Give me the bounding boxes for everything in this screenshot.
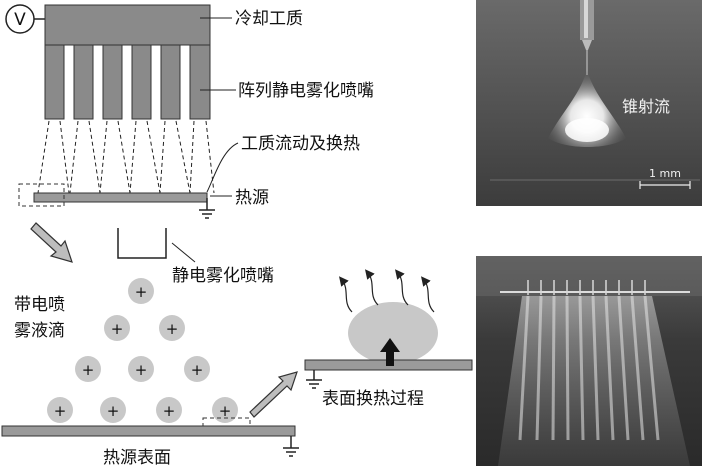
droplet: +: [104, 315, 130, 341]
heat-flux-arrow-icon: [380, 338, 400, 366]
single-nozzle-icon: [117, 228, 167, 259]
droplet: +: [128, 278, 154, 304]
spray-streaks: [518, 295, 660, 441]
charged-droplets-label-line2: 雾液滴: [14, 321, 65, 341]
surface-process-group: 表面换热过程: [304, 269, 473, 409]
droplet: +: [159, 315, 185, 341]
nozzle: [44, 44, 65, 120]
svg-text:+: +: [163, 402, 176, 420]
droplet: +: [128, 356, 154, 382]
nozzle-array-label: 阵列静电雾化喷嘴: [238, 81, 374, 101]
charged-droplets-label-line1: 带电喷: [14, 295, 65, 315]
array-spray-photo: [476, 256, 702, 466]
droplet: +: [212, 397, 238, 423]
spray-cones: [37, 120, 215, 194]
nozzle: [102, 44, 123, 120]
vapor-arrows: [339, 269, 435, 313]
droplet: +: [47, 397, 73, 423]
svg-text:+: +: [219, 402, 232, 420]
flow-leader: [206, 142, 239, 193]
coolant-label: 冷却工质: [235, 9, 303, 29]
single-nozzle-leader: [171, 242, 196, 263]
flow-heat-exchange-label: 工质流动及换热: [241, 134, 360, 154]
droplet-on-surface: [348, 302, 438, 364]
nozzle: [189, 44, 211, 120]
svg-text:+: +: [166, 320, 179, 338]
heat-source-label: 热源: [235, 188, 269, 208]
nozzle: [131, 44, 152, 120]
heat-source-surface-label: 热源表面: [103, 448, 171, 468]
svg-text:+: +: [135, 283, 148, 301]
heat-source-plate: [33, 192, 208, 203]
droplet: +: [156, 397, 182, 423]
zoom-box: [18, 183, 65, 207]
nozzle: [73, 44, 94, 120]
ground-icon: [306, 370, 322, 389]
svg-text:+: +: [107, 402, 120, 420]
droplet: +: [75, 356, 101, 382]
svg-text:+: +: [191, 361, 204, 379]
svg-text:+: +: [82, 361, 95, 379]
charged-droplets: + + + + + + + + + +: [47, 278, 238, 423]
cone-jet-photo: 锥射流 1 mm: [476, 0, 702, 206]
surface-zoom-arrow: [249, 371, 298, 418]
heat-source-surface-plate: [1, 425, 296, 437]
single-nozzle-group: 静电雾化喷嘴 带电喷 雾液滴 + + + + + + + + + + 热源表面: [1, 228, 299, 468]
voltage-label: V: [14, 10, 26, 30]
svg-text:+: +: [111, 320, 124, 338]
ground-icon: [199, 198, 215, 219]
nozzle: [160, 44, 181, 120]
ground-icon: [283, 436, 299, 457]
cone-jet-label: 锥射流: [622, 97, 670, 116]
scale-bar: [639, 181, 691, 189]
droplet: +: [100, 397, 126, 423]
zoom-arrow: [30, 222, 73, 263]
nozzle-array-group: V 冷却工质: [5, 4, 374, 219]
surface-process-label: 表面换热过程: [322, 389, 424, 409]
array-nozzles: [527, 280, 646, 295]
single-nozzle-label: 静电雾化喷嘴: [172, 266, 274, 286]
svg-text:+: +: [54, 402, 67, 420]
nozzle-manifold: [44, 4, 211, 46]
svg-text:+: +: [135, 361, 148, 379]
scale-bar-label: 1 mm: [649, 167, 681, 180]
droplet: +: [184, 356, 210, 382]
